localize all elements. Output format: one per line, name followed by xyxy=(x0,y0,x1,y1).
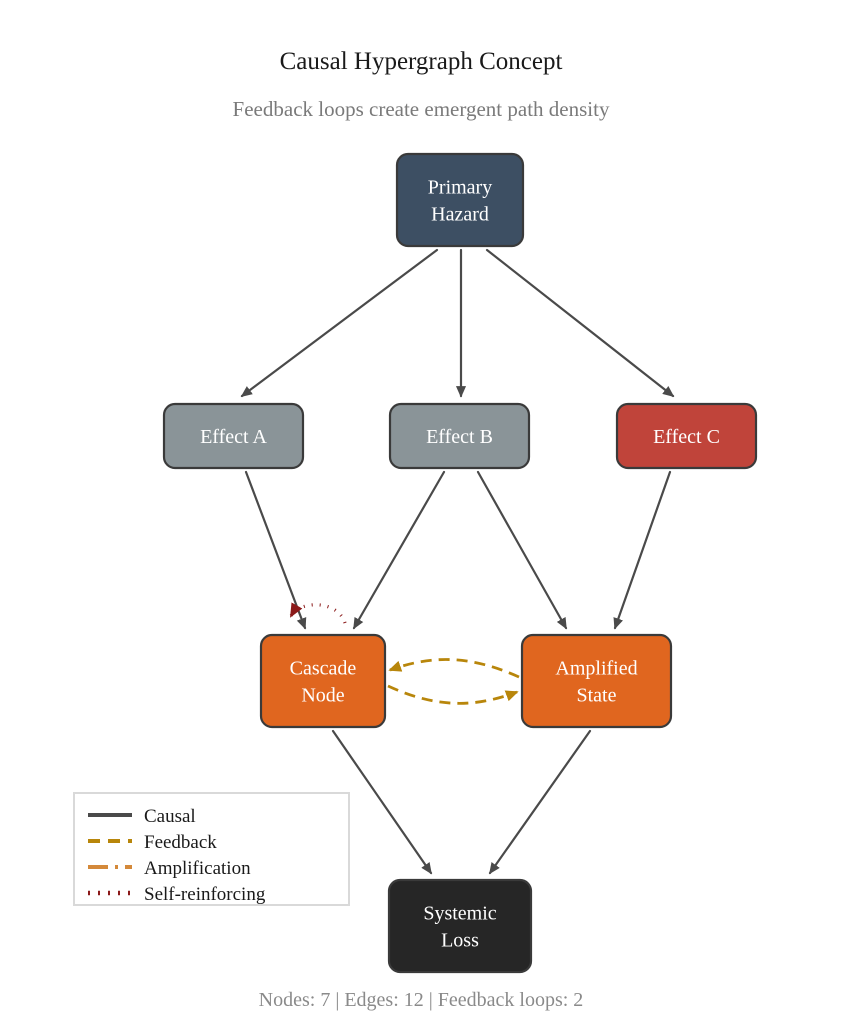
edge-primary-hazard-to-effect-c xyxy=(485,248,675,398)
node-box-effect-c[interactable] xyxy=(615,402,758,470)
edge-cascade-node-to-systemic-loss xyxy=(331,729,433,875)
node-box-amplified-state[interactable] xyxy=(520,633,673,729)
node-label-systemic-loss: Loss xyxy=(441,930,479,952)
graph-stats-footer: Nodes: 7 | Edges: 12 | Feedback loops: 2 xyxy=(259,989,584,1011)
node-label-amplified-state: Amplified xyxy=(555,658,637,680)
legend-label-amplification: Amplification xyxy=(144,858,251,879)
edge-primary-hazard-to-effect-a xyxy=(240,248,439,398)
node-box-cascade-node[interactable] xyxy=(259,633,387,729)
node-label-primary-hazard: Primary xyxy=(428,177,492,199)
node-effect-b[interactable]: Effect B xyxy=(388,402,531,470)
legend-item-self-reinforcing[interactable]: Self-reinforcing xyxy=(88,884,266,905)
node-label-effect-b: Effect B xyxy=(426,426,493,448)
edge-layer xyxy=(240,248,675,875)
node-label-primary-hazard: Hazard xyxy=(431,204,489,226)
edge-cascade-node-to-amplified-state xyxy=(387,684,519,705)
legend-item-amplification[interactable]: Amplification xyxy=(88,858,251,879)
node-effect-c[interactable]: Effect C xyxy=(615,402,758,470)
edge-effect-b-to-cascade-node xyxy=(352,470,446,630)
node-box-effect-b[interactable] xyxy=(388,402,531,470)
node-label-cascade-node: Cascade xyxy=(290,658,357,680)
node-box-primary-hazard[interactable] xyxy=(395,152,525,248)
node-effect-a[interactable]: Effect A xyxy=(162,402,305,470)
edge-amplified-state-to-systemic-loss xyxy=(488,729,592,875)
edge-effect-b-to-amplified-state xyxy=(476,470,568,630)
page-title: Causal Hypergraph Concept xyxy=(280,48,563,75)
node-label-amplified-state: State xyxy=(577,685,617,707)
node-label-cascade-node: Node xyxy=(301,685,344,707)
legend-label-self-reinforcing: Self-reinforcing xyxy=(144,884,266,905)
legend-item-feedback[interactable]: Feedback xyxy=(88,832,217,853)
node-label-systemic-loss: Systemic xyxy=(423,903,496,925)
legend-box xyxy=(73,792,350,906)
node-label-effect-c: Effect C xyxy=(653,426,720,448)
legend-item-causal[interactable]: Causal xyxy=(88,806,196,827)
edge-effect-c-to-amplified-state xyxy=(613,470,672,630)
legend-label-causal: Causal xyxy=(144,806,196,827)
node-box-systemic-loss[interactable] xyxy=(387,878,533,974)
legend-label-feedback: Feedback xyxy=(144,832,217,853)
edge-effect-a-to-cascade-node xyxy=(244,470,307,630)
edge-amplified-state-to-cascade-node xyxy=(388,658,520,679)
legend-layer: CausalFeedbackAmplificationSelf-reinforc… xyxy=(73,792,350,906)
page-subtitle: Feedback loops create emergent path dens… xyxy=(233,97,610,121)
node-box-effect-a[interactable] xyxy=(162,402,305,470)
node-label-effect-a: Effect A xyxy=(200,426,267,448)
